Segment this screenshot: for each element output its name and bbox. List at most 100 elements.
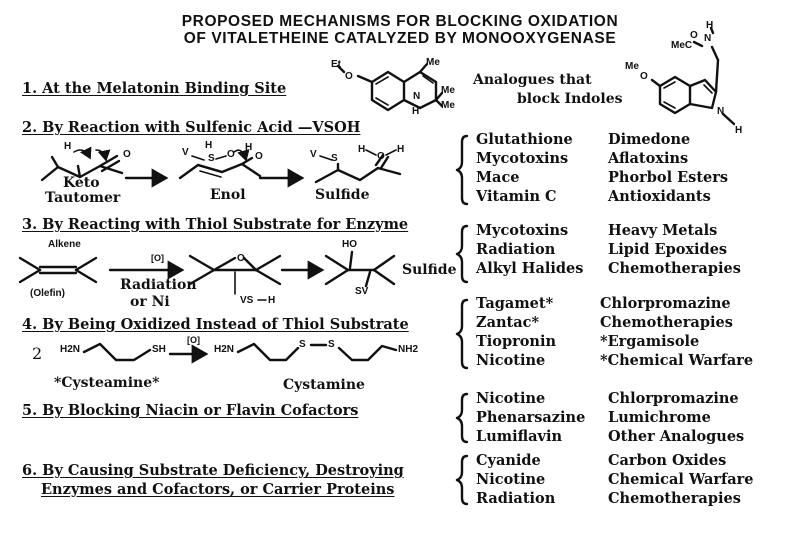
atom-mec: MeC (671, 40, 693, 51)
title-line-1: PROPOSED MECHANISMS FOR BLOCKING OXIDATI… (181, 13, 619, 30)
bracket-list-4 (455, 298, 469, 370)
atom-v-enol: V (182, 147, 189, 158)
list-item: Chemotherapies (608, 260, 741, 277)
list-item: Chemical Warfare (608, 471, 754, 488)
list-item: Nicotine (476, 390, 546, 407)
section-6-heading-line-2: Enzymes and Cofactors, or Carrier Protei… (41, 481, 395, 498)
atom-o-enol-1: O (227, 149, 235, 160)
list-item: Chlorpromazine (608, 390, 739, 407)
atom-h-keto: H (64, 141, 72, 152)
section-3-heading: 3. By Reacting with Thiol Substrate for … (22, 216, 409, 233)
keto-tautomer-structure (40, 146, 124, 182)
enol-structure (178, 149, 262, 180)
enol-label: Enol (210, 187, 246, 203)
atom-s1-cystamine: S (299, 339, 306, 350)
list-item: Aflatoxins (608, 150, 689, 167)
section-1-heading: 1. At the Melatonin Binding Site (22, 80, 287, 97)
atom-o-quinoline: O (345, 71, 353, 82)
radiation-label: Radiation (120, 277, 197, 293)
atom-h-vs: H (268, 295, 276, 306)
list-item: Dimedone (608, 131, 691, 148)
list-item: *Ergamisole (600, 333, 700, 350)
atom-h-enol-o: H (245, 142, 253, 153)
analogues-label-line-1: Analogues that (473, 72, 592, 88)
sulfide-structure (314, 149, 402, 184)
bracket-list-2 (455, 134, 469, 206)
list-item: Chemotherapies (608, 490, 741, 507)
atom-h-quinoline: H (412, 106, 420, 117)
section-5-heading: 5. By Blocking Niacin or Flavin Cofactor… (22, 402, 359, 419)
sulfide-label: Sulfide (315, 187, 370, 203)
or-ni-label: or Ni (130, 294, 170, 310)
atom-h-amide: H (706, 20, 714, 31)
atom-n-amide: N (704, 33, 712, 44)
list-item: Lipid Epoxides (608, 241, 728, 258)
list-item: Antioxidants (608, 188, 711, 205)
list-item: Other Analogues (608, 428, 745, 445)
list-item: *Chemical Warfare (600, 352, 754, 369)
atom-me-quinoline-2b: Me (441, 100, 455, 111)
list-item: Mycotoxins (476, 222, 569, 239)
atom-me-quinoline-4: Me (426, 57, 440, 68)
atom-h-water-2: H (397, 144, 405, 155)
bracket-list-3 (455, 224, 469, 284)
indole-pyrrole-ring (688, 78, 718, 110)
list-item: Lumiflavin (476, 428, 563, 445)
atom-o-indole: O (640, 71, 648, 82)
atom-s-sulfide: S (331, 153, 338, 164)
bracket-list-5 (455, 392, 469, 444)
list-item: Glutathione (476, 131, 573, 148)
atom-n-quinoline: N (413, 91, 421, 102)
atom-s2-cystamine: S (328, 339, 335, 350)
atom-me-quinoline-2a: Me (441, 85, 455, 96)
atom-et: Et (331, 59, 341, 70)
alkene-structure (18, 256, 98, 284)
atom-h-enol-s: H (205, 140, 213, 151)
atom-o-epoxide: O (237, 253, 245, 264)
alkene-label: Alkene (48, 239, 81, 250)
atom-o-keto: O (123, 149, 131, 160)
list-item: Nicotine (476, 471, 546, 488)
list-item: Heavy Metals (608, 222, 718, 239)
list-item: Radiation (476, 490, 556, 507)
indole-analogue-structure (650, 26, 736, 126)
atom-s-enol: S (208, 153, 215, 164)
keto-label: Keto (63, 175, 100, 191)
cystamine-structure (236, 342, 398, 362)
atom-h-water-1: H (358, 144, 366, 155)
list-item: Tagamet* (476, 295, 554, 312)
quinoline-analogue-structure (336, 62, 444, 112)
atom-nh2-cystamine: NH2 (398, 344, 419, 355)
cystamine-label: Cystamine (283, 377, 365, 393)
list-item: Chemotherapies (600, 314, 733, 331)
list-item: Chlorpromazine (600, 295, 731, 312)
cysteamine-structure (82, 342, 152, 362)
atom-o-enol-2: O (255, 151, 263, 162)
list-item: Phenarsazine (476, 409, 586, 426)
atom-h2n-cystamine: H2N (214, 344, 235, 355)
list-item: Alkyl Halides (476, 260, 584, 277)
olefin-label: (Olefin) (30, 288, 65, 299)
list-item: Zantac* (476, 314, 540, 331)
atom-sh-cysteamine: SH (152, 344, 166, 355)
atom-vs: VS (240, 295, 254, 306)
cysteamine-label: *Cysteamine* (54, 375, 160, 391)
sulfide-label-3: Sulfide (402, 262, 457, 278)
list-item: Carbon Oxides (608, 452, 727, 469)
list-item: Tiopronin (476, 333, 557, 350)
list-item: Mace (476, 169, 520, 186)
atom-h-indole: H (735, 125, 743, 136)
epoxide-structure (188, 254, 282, 301)
atom-me-indole: Me (625, 61, 639, 72)
tautomer-label: Tautomer (45, 190, 121, 206)
stoichiometry-2: 2 (32, 344, 43, 363)
oxidation-label-3: [O] (151, 253, 164, 263)
atom-n-indole: N (717, 106, 725, 117)
list-item: Cyanide (476, 452, 541, 469)
atom-ho: HO (342, 239, 357, 250)
section-6-heading-line-1: 6. By Causing Substrate Deficiency, Dest… (22, 462, 404, 479)
list-item: Vitamin C (476, 188, 557, 205)
atom-o-amide: O (690, 30, 698, 41)
sulfide-product-structure (324, 250, 396, 288)
